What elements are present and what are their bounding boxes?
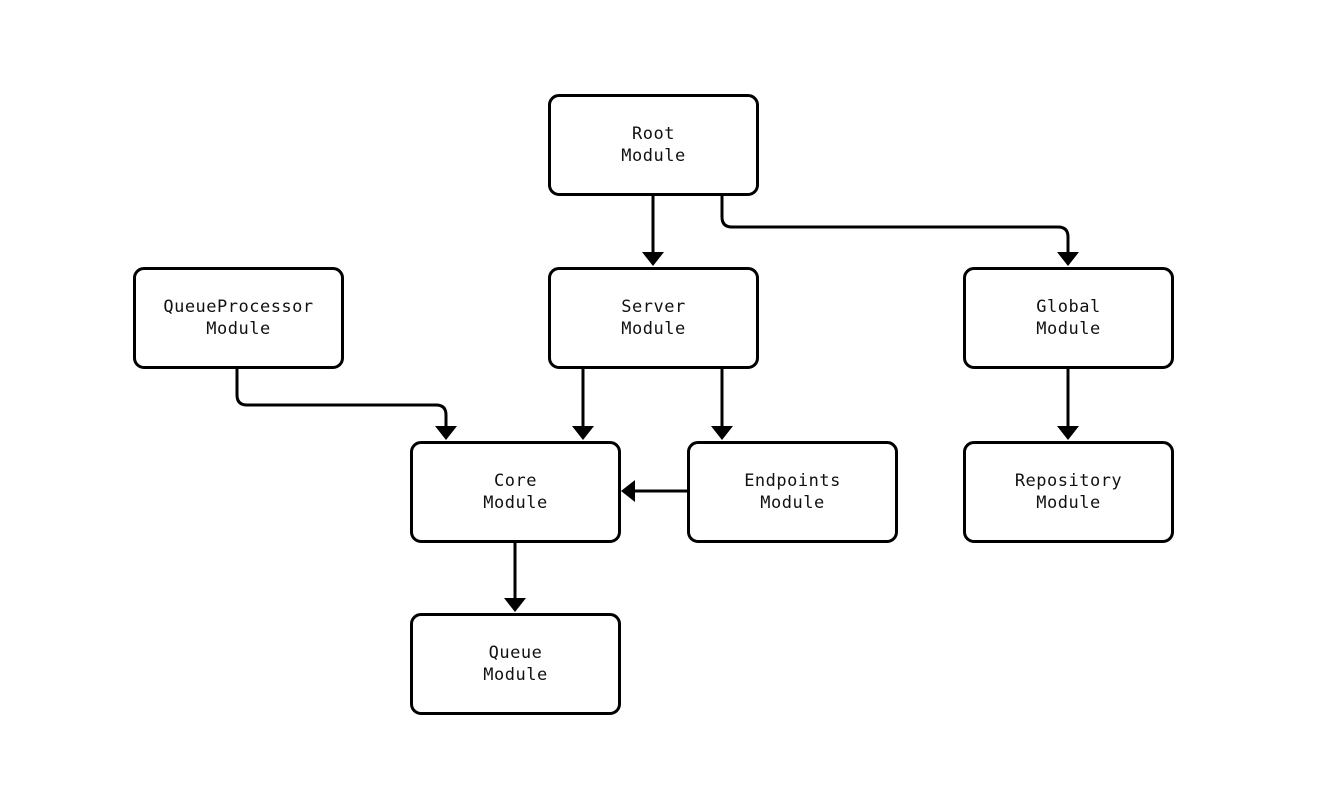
node-server-line1: Server	[621, 297, 686, 317]
node-server-line2: Module	[621, 319, 686, 339]
node-queueprocessor-line1: QueueProcessor	[163, 297, 314, 317]
arrowhead-core-to-queue	[504, 598, 526, 612]
node-endpoints-line2: Module	[760, 493, 825, 513]
node-queueprocessor-line2: Module	[206, 319, 271, 339]
node-root-line2: Module	[621, 146, 686, 166]
node-queueprocessor[interactable]: QueueProcessor Module	[133, 267, 344, 369]
arrowhead-queueprocessor-to-core	[435, 426, 457, 440]
node-global-line1: Global	[1036, 297, 1101, 317]
arrowhead-endpoints-to-core	[621, 480, 635, 502]
node-repository-line1: Repository	[1014, 471, 1123, 491]
node-queue-line1: Queue	[488, 643, 543, 663]
edge-queueprocessor-to-core	[235, 369, 448, 430]
node-endpoints[interactable]: Endpoints Module	[687, 441, 898, 543]
node-core[interactable]: Core Module	[410, 441, 621, 543]
arrowhead-root-to-server	[642, 252, 664, 266]
node-endpoints-line1: Endpoints	[744, 471, 841, 491]
node-root-line1: Root	[632, 124, 675, 144]
node-global[interactable]: Global Module	[963, 267, 1174, 369]
arrowhead-server-to-core	[572, 426, 594, 440]
node-server[interactable]: Server Module	[548, 267, 759, 369]
arrowhead-root-to-global	[1057, 252, 1079, 266]
arrowhead-server-to-endpoints	[711, 426, 733, 440]
node-repository-line2: Module	[1036, 493, 1101, 513]
node-repository[interactable]: Repository Module	[963, 441, 1174, 543]
node-root[interactable]: Root Module	[548, 94, 759, 196]
node-queue[interactable]: Queue Module	[410, 613, 621, 715]
arrowhead-global-to-repository	[1057, 426, 1079, 440]
node-queue-line2: Module	[483, 665, 548, 685]
node-core-line1: Core	[494, 471, 537, 491]
edge-root-to-global	[720, 196, 1070, 256]
node-core-line2: Module	[483, 493, 548, 513]
node-global-line2: Module	[1036, 319, 1101, 339]
